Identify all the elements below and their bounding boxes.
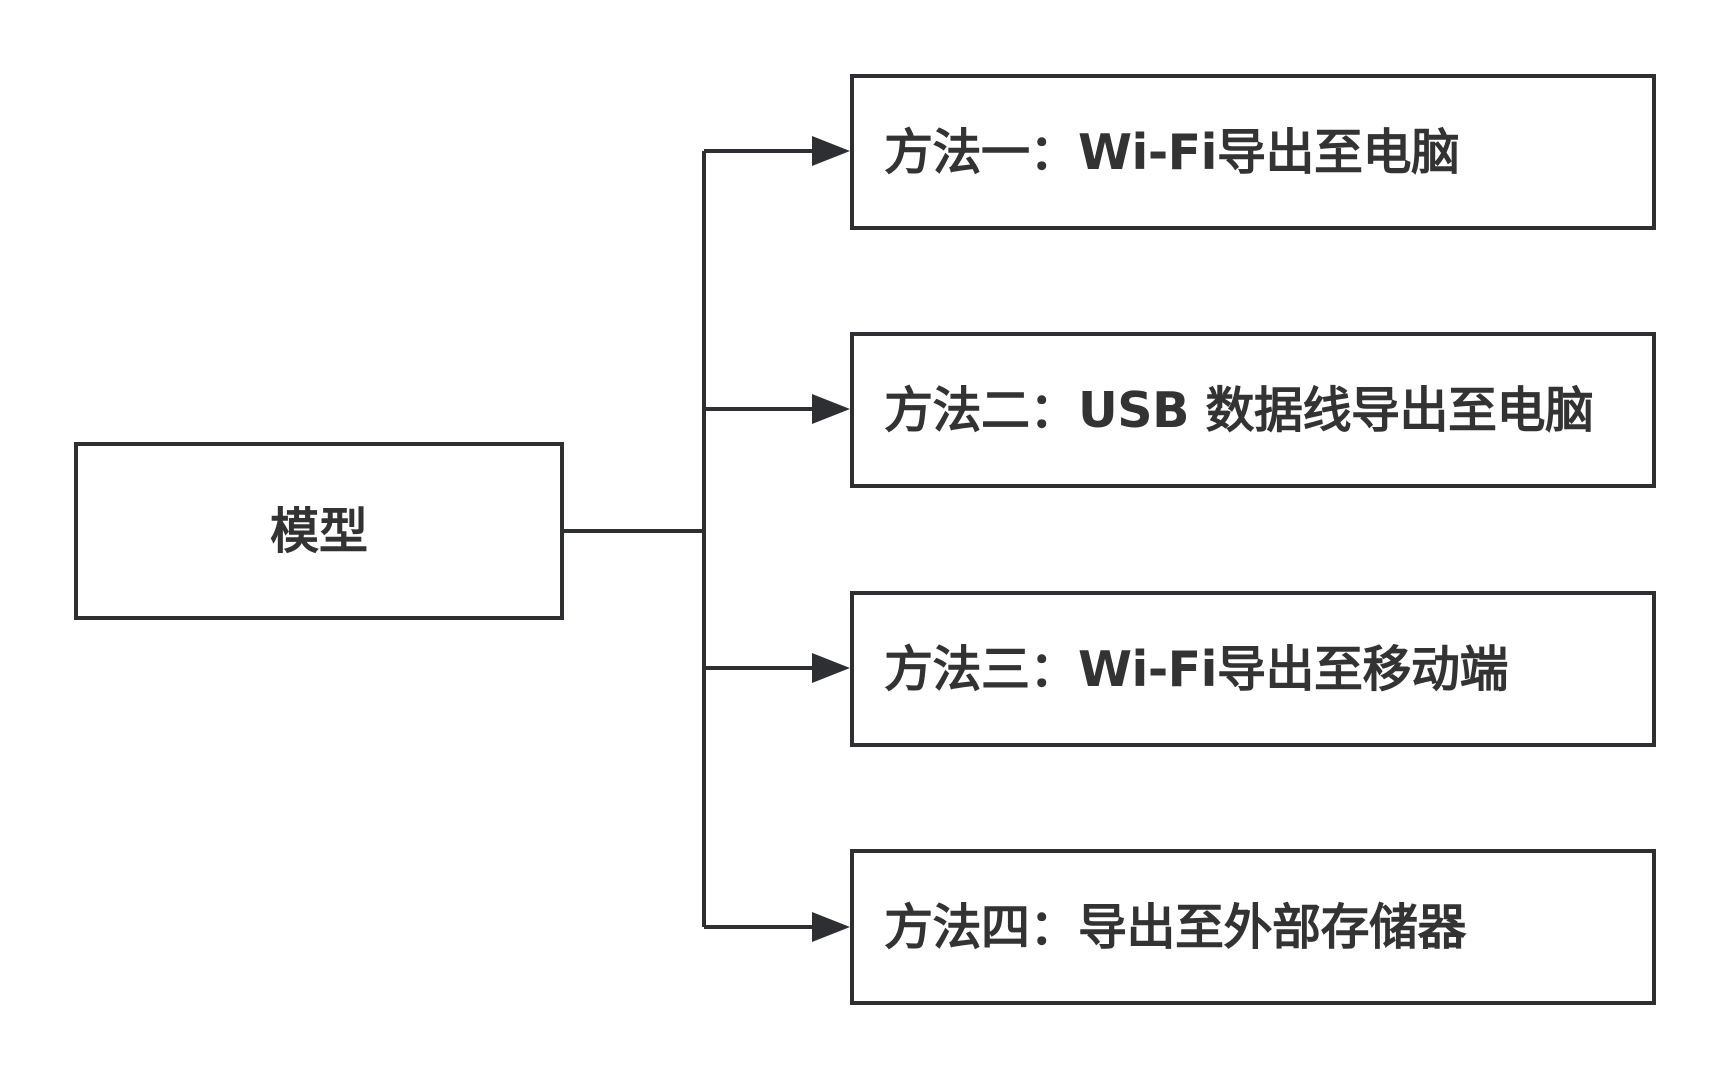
method-3-label: 方法三：Wi-Fi导出至移动端 [884,640,1508,698]
root-node-label: 模型 [269,502,368,560]
root-node-box: 模型 [74,442,564,620]
method-4-label: 方法四：导出至外部存储器 [884,898,1467,956]
method-1-box: 方法一：Wi-Fi导出至电脑 [850,74,1656,230]
method-1-label: 方法一：Wi-Fi导出至电脑 [884,123,1460,181]
arrow-method-3 [812,653,850,683]
method-2-label: 方法二：USB 数据线导出至电脑 [884,381,1594,439]
method-2-box: 方法二：USB 数据线导出至电脑 [850,332,1656,488]
arrow-method-2 [812,394,850,424]
method-4-box: 方法四：导出至外部存储器 [850,849,1656,1005]
method-3-box: 方法三：Wi-Fi导出至移动端 [850,591,1656,747]
arrow-method-1 [812,136,850,166]
arrow-method-4 [812,912,850,942]
